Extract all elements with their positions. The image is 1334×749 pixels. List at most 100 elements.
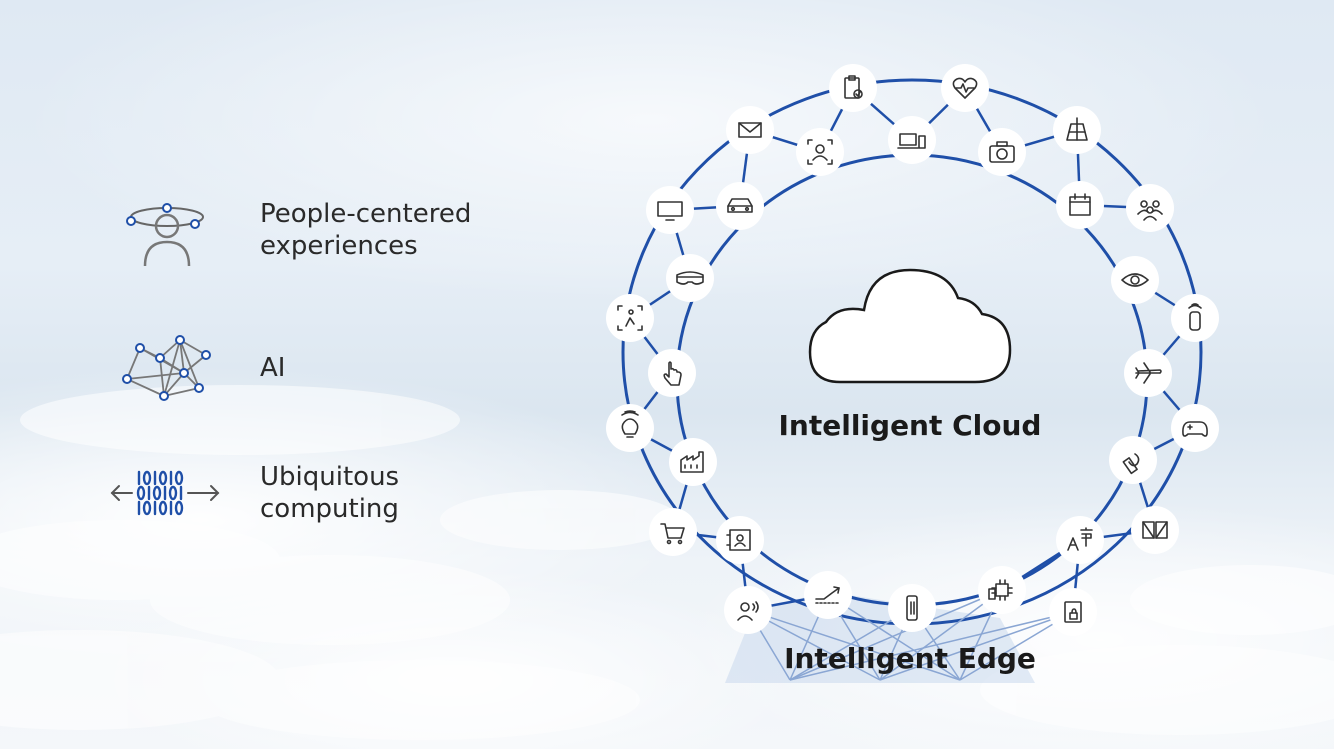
voice-person-icon: [737, 601, 759, 621]
item-label: Ubiquitous computing: [260, 462, 400, 524]
edge-fan-line: [789, 611, 1074, 681]
dual-screen-icon: [1142, 521, 1168, 539]
vr-headset-node: [666, 254, 714, 302]
node-circle: [1131, 506, 1179, 554]
node-circle: [726, 106, 774, 154]
car-node: [716, 182, 764, 230]
tablet-lock-icon: [1064, 601, 1082, 623]
node-circle: [1056, 181, 1104, 229]
node-circle: [1109, 436, 1157, 484]
edge-fan-line: [747, 609, 881, 681]
hand-pointer-icon: [663, 361, 682, 386]
node-circle: [829, 64, 877, 112]
satellite-icon: [1122, 453, 1140, 475]
node-circle: [1171, 294, 1219, 342]
node-circle: [978, 128, 1026, 176]
satellite-node: [1109, 436, 1157, 484]
heart-rate-node: [941, 64, 989, 112]
badge-id-icon: [726, 529, 751, 551]
node-circle: [1126, 184, 1174, 232]
envelope-icon: [738, 122, 762, 138]
node-circle: [888, 116, 936, 164]
airplane-icon: [1135, 362, 1162, 384]
eye-icon: [1121, 273, 1149, 287]
drone-solar-node: [1053, 106, 1101, 154]
shopping-cart-node: [649, 508, 697, 556]
edge-fan-line: [747, 609, 961, 681]
phone-device-node: [888, 584, 936, 632]
edge-fan-line: [879, 589, 1003, 681]
drone-solar-icon: [1066, 117, 1088, 141]
airplane-node: [1124, 349, 1172, 397]
item-label: People-centered experiences: [260, 199, 472, 261]
eye-node: [1111, 256, 1159, 304]
laptop-phone-node: [888, 116, 936, 164]
clipboard-check-node: [829, 64, 877, 112]
gesture-person-node: [606, 294, 654, 342]
center-title: Intelligent Cloud: [779, 409, 1042, 442]
face-scan-icon: [807, 139, 833, 165]
neural-network-icon: [122, 335, 211, 401]
camera-icon: [989, 141, 1015, 163]
face-scan-node: [796, 128, 844, 176]
node-circle: [888, 584, 936, 632]
node-circle: [1049, 588, 1097, 636]
item-ai: AI: [110, 328, 285, 408]
envelope-node: [726, 106, 774, 154]
laptop-phone-icon: [897, 133, 926, 149]
item-ubiquitous: Ubiquitous computing: [110, 453, 399, 533]
node-circle: [648, 349, 696, 397]
lightbulb-icon: [621, 410, 639, 438]
hand-pointer-node: [648, 349, 696, 397]
bottom-title: Intelligent Edge: [784, 642, 1036, 675]
node-circle: [1056, 516, 1104, 564]
voice-person-node: [724, 586, 772, 634]
monitor-temp-node: [646, 186, 694, 234]
speaker-icon: [1188, 303, 1202, 331]
trend-chart-icon: [815, 586, 841, 604]
camera-node: [978, 128, 1026, 176]
monitor-temp-icon: [657, 201, 683, 221]
calendar-node: [1056, 181, 1104, 229]
translate-icon: [1067, 527, 1093, 551]
gamepad-icon: [1182, 421, 1208, 437]
node-circle: [649, 508, 697, 556]
people-group-icon: [1137, 200, 1163, 221]
node-circle: [666, 254, 714, 302]
calendar-icon: [1069, 193, 1091, 216]
person-orbit-icon: [126, 203, 204, 267]
edge-fan-line: [827, 594, 961, 681]
binary-arrows-icon: [110, 470, 220, 516]
factory-node: [669, 438, 717, 486]
heart-rate-icon: [952, 77, 978, 99]
node-circle: [716, 516, 764, 564]
lightbulb-node: [606, 404, 654, 452]
dual-screen-node: [1131, 506, 1179, 554]
node-circle: [1171, 404, 1219, 452]
vr-headset-icon: [676, 271, 704, 285]
node-circle: [669, 438, 717, 486]
gesture-person-icon: [617, 305, 643, 331]
item-people-centered: People-centered experiences: [110, 190, 471, 270]
node-circle: [978, 566, 1026, 614]
translate-node: [1056, 516, 1104, 564]
node-circle: [796, 128, 844, 176]
phone-device-icon: [906, 595, 918, 621]
factory-icon: [680, 451, 704, 473]
gamepad-node: [1171, 404, 1219, 452]
edge-fan: [725, 592, 1035, 683]
car-icon: [727, 198, 753, 213]
chip-node: [978, 566, 1026, 614]
edge-fan-line: [879, 611, 1074, 681]
people-group-node: [1126, 184, 1174, 232]
edge-fan-line: [789, 589, 1003, 681]
shopping-cart-icon: [660, 523, 685, 545]
badge-id-node: [716, 516, 764, 564]
cloud-icon: [808, 268, 1012, 384]
chip-icon: [988, 579, 1013, 601]
item-label: AI: [260, 353, 286, 383]
clipboard-check-icon: [844, 75, 863, 99]
node-circle: [646, 186, 694, 234]
